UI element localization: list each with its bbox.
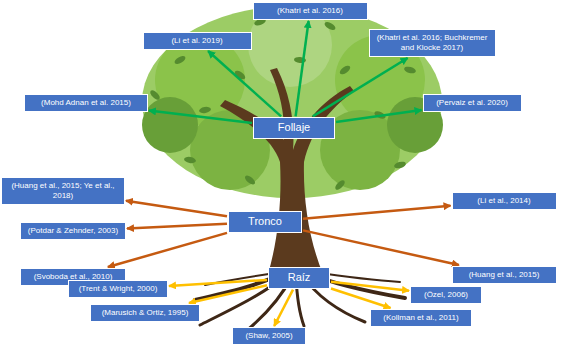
part-label: Follaje <box>278 121 310 134</box>
part-box: Raíz <box>268 267 330 288</box>
leaf <box>199 106 212 114</box>
citation-text: (Potdar & Zehnder, 2003) <box>28 226 118 236</box>
leaf <box>334 179 347 192</box>
citation-text: (Huang et al., 2015; Ye et al., 2018) <box>6 181 120 201</box>
arrow-connector <box>126 201 227 217</box>
citation-box: (Kollman et al., 2011) <box>370 309 472 327</box>
leaf <box>393 161 406 170</box>
leaf <box>338 64 351 76</box>
arrow-connector <box>274 290 293 326</box>
leaf <box>243 174 256 186</box>
arrow-connector <box>303 206 451 219</box>
arrow-connector <box>331 289 391 309</box>
citation-box: (Khatri et al. 2016; Buchkremer and Kloc… <box>369 29 496 57</box>
citation-text: (Kollman et al., 2011) <box>383 313 458 323</box>
citation-box: (Li et al. 2019) <box>143 32 252 50</box>
citation-text: (Pervaiz et al. 2020) <box>436 98 508 108</box>
citation-box: (Huang et al., 2015; Ye et al., 2018) <box>1 177 125 205</box>
citation-box: (Shaw, 2005) <box>232 327 306 345</box>
arrow-connector <box>127 224 227 229</box>
citation-text: (Marusich & Ortiz, 1995) <box>102 308 189 318</box>
arrow-connector <box>313 58 408 116</box>
citation-box: (Khatri et al. 2016) <box>253 2 368 20</box>
part-label: Tronco <box>248 215 282 228</box>
arrow-connector <box>149 111 252 123</box>
leaf <box>149 89 162 102</box>
citation-text: (Khatri et al. 2016; Buchkremer and Kloc… <box>374 33 491 53</box>
arrow-connector <box>189 285 267 303</box>
citation-text: (Li et al. 2019) <box>171 36 222 46</box>
trunk <box>220 68 354 274</box>
arrow-connector <box>303 230 459 265</box>
citation-text: (Huang et al., 2015) <box>469 270 540 280</box>
citation-box: (Pervaiz et al. 2020) <box>423 94 522 112</box>
leaf <box>323 20 336 31</box>
leaf-cluster <box>142 97 198 153</box>
citation-text: (Trent & Wright, 2000) <box>79 284 158 294</box>
citation-box: (Trent & Wright, 2000) <box>68 280 168 298</box>
part-box: Tronco <box>228 211 302 232</box>
citation-text: (Shaw, 2005) <box>245 331 292 341</box>
leaf <box>173 54 186 65</box>
part-label: Raíz <box>288 271 311 284</box>
arrow-connector <box>336 110 422 122</box>
part-box: Follaje <box>253 117 335 138</box>
citation-box: (Özel, 2006) <box>410 286 482 304</box>
arrow-connector <box>331 282 409 291</box>
citation-box: (Li et al., 2014) <box>452 192 557 210</box>
citation-box: (Huang et al., 2015) <box>452 266 557 284</box>
arrow-connector <box>208 51 281 116</box>
arrow-connector <box>296 21 309 116</box>
leaf <box>403 66 416 75</box>
leaf <box>184 156 197 164</box>
citation-box: (Potdar & Zehnder, 2003) <box>20 222 126 240</box>
citation-text: (Mohd Adnan et al. 2015) <box>41 98 131 108</box>
citation-box: (Marusich & Ortiz, 1995) <box>90 304 200 322</box>
citation-text: (Li et al., 2014) <box>477 196 530 206</box>
citation-text: (Khatri et al. 2016) <box>277 6 343 16</box>
citation-text: (Özel, 2006) <box>424 290 468 300</box>
arrow-connector <box>169 280 267 286</box>
citation-box: (Mohd Adnan et al. 2015) <box>24 94 148 112</box>
